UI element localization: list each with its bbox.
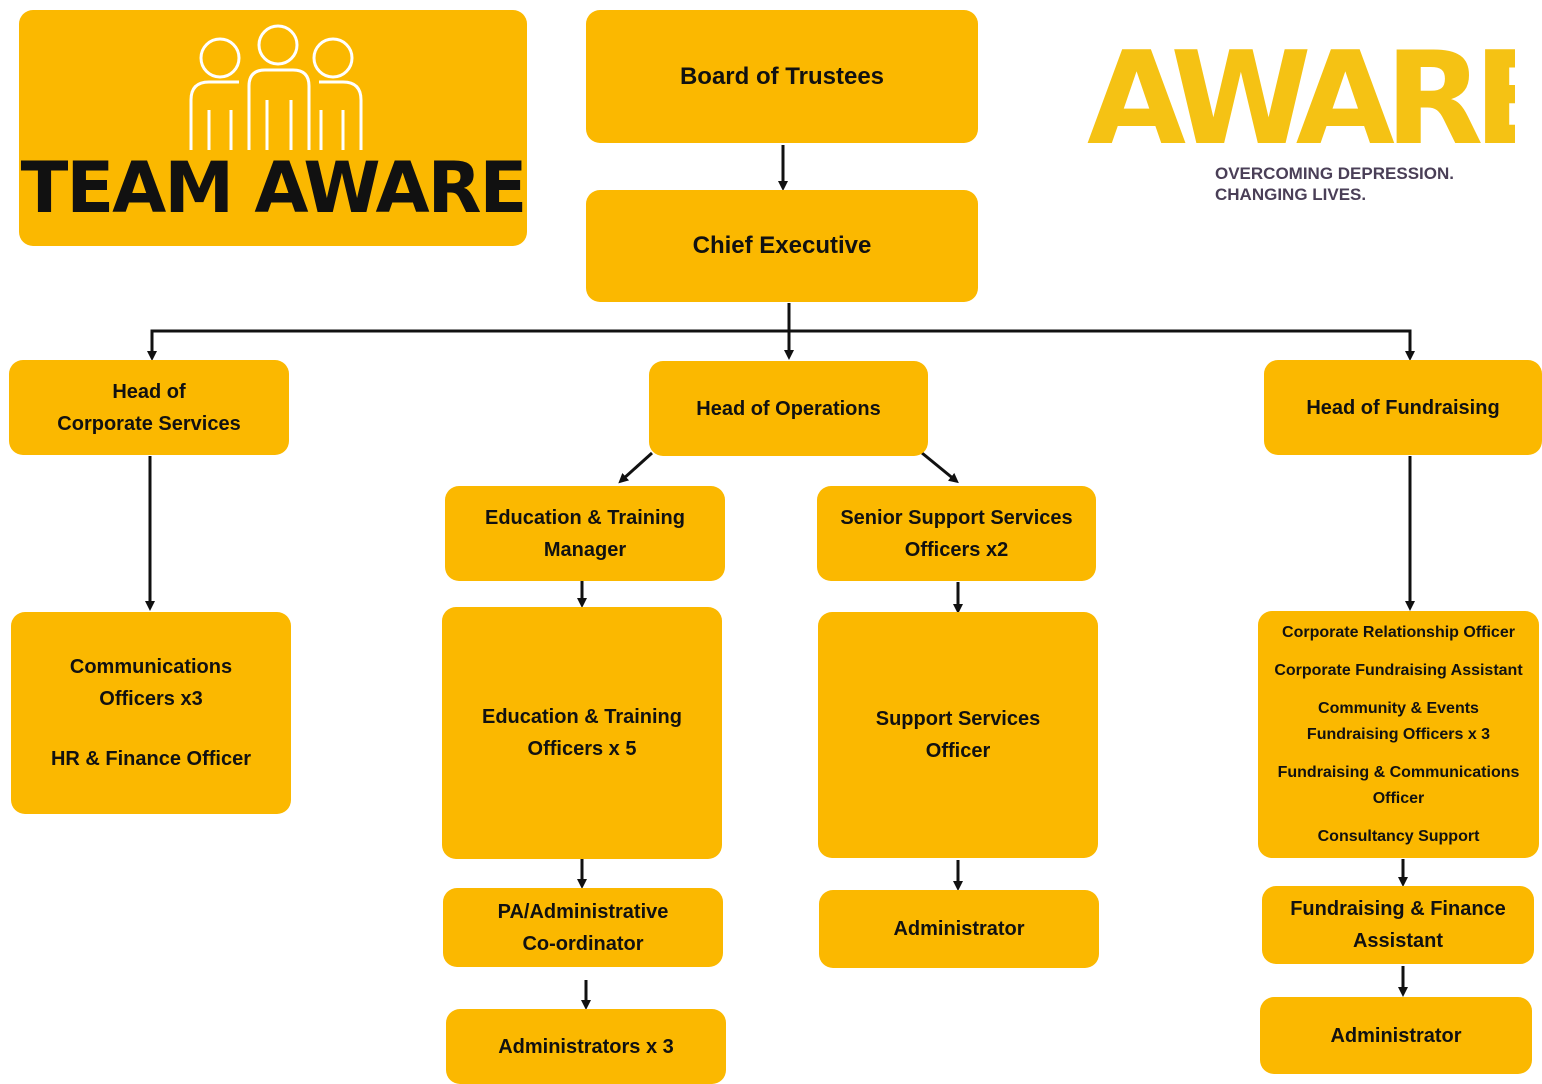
fund-list-item: Community & Events xyxy=(1318,699,1479,717)
aware-logo: AWARE OVERCOMING DEPRESSION. CHANGING LI… xyxy=(1085,25,1542,215)
eto-label-2: Officers x 5 xyxy=(527,738,637,760)
ffa-label-1: Fundraising & Finance xyxy=(1290,898,1506,920)
aware-tagline: OVERCOMING DEPRESSION. CHANGING LIVES. xyxy=(1215,163,1454,205)
head-of-fundraising-label: Head of Fundraising xyxy=(1306,396,1500,419)
fund-list-item: Officer xyxy=(1372,789,1425,807)
ffa-label-2: Assistant xyxy=(1352,930,1444,952)
fund-list-item: Fundraising Officers x 3 xyxy=(1306,725,1491,743)
pa-label-1: PA/Administrative xyxy=(497,900,669,923)
chief-executive-box: Chief Executive xyxy=(586,190,978,302)
education-training-officers-box: Education & Training Officers x 5 xyxy=(442,607,722,859)
chief-executive-label: Chief Executive xyxy=(692,232,872,259)
administrators-x3-box: Administrators x 3 xyxy=(446,1009,726,1084)
education-training-manager-box: Education & Training Manager xyxy=(445,486,725,581)
hr-finance-label: HR & Finance Officer xyxy=(50,748,252,770)
fundraising-administrator-box: Administrator xyxy=(1260,997,1532,1074)
tagline-line-1: OVERCOMING DEPRESSION. xyxy=(1215,164,1454,183)
fund-list-item: Corporate Relationship Officer xyxy=(1282,623,1515,641)
fundraising-finance-assistant-box: Fundraising & Finance Assistant xyxy=(1262,886,1534,964)
sso-label-1: Support Services xyxy=(875,708,1041,730)
tagline-line-2: CHANGING LIVES. xyxy=(1215,185,1367,204)
team-aware-banner: TEAM AWARE xyxy=(19,10,527,246)
operations-administrator-box: Administrator xyxy=(819,890,1099,968)
corporate-head-label-1: Head of xyxy=(112,380,186,403)
head-of-fundraising-box: Head of Fundraising xyxy=(1264,360,1542,455)
team-aware-title: TEAM AWARE xyxy=(20,147,528,229)
board-of-trustees-label: Board of Trustees xyxy=(679,62,885,90)
board-of-trustees-box: Board of Trustees xyxy=(586,10,978,143)
senior-support-services-box: Senior Support Services Officers x2 xyxy=(817,486,1096,581)
svg-text:AWARE: AWARE xyxy=(1087,45,1515,155)
communications-label-2: Officers x3 xyxy=(99,688,203,710)
administrators-x3-label: Administrators x 3 xyxy=(498,1035,674,1058)
fundraising-team-box: Corporate Relationship Officer Corporate… xyxy=(1258,611,1539,858)
aware-wordmark: AWARE xyxy=(1087,25,1542,174)
fund-list-item: Consultancy Support xyxy=(1317,827,1480,845)
support-services-officer-box: Support Services Officer xyxy=(818,612,1098,858)
head-of-operations-label: Head of Operations xyxy=(696,397,881,420)
people-group-icon xyxy=(189,24,363,150)
communications-label-1: Communications xyxy=(69,656,233,678)
fundraising-administrator-label: Administrator xyxy=(1330,1024,1462,1047)
etm-label-1: Education & Training xyxy=(484,506,685,529)
etm-label-2: Manager xyxy=(543,538,627,561)
sso-label-2: Officer xyxy=(925,740,991,762)
pa-label-2: Co-ordinator xyxy=(522,932,644,955)
head-of-operations-box: Head of Operations xyxy=(649,361,928,456)
fund-list-item: Fundraising & Communications xyxy=(1277,763,1520,781)
communications-hr-box: Communications Officers x3 HR & Finance … xyxy=(11,612,291,814)
sss-label-2: Officers x2 xyxy=(904,538,1009,561)
eto-label-1: Education & Training xyxy=(481,706,682,728)
pa-administrative-coordinator-box: PA/Administrative Co-ordinator xyxy=(443,888,723,967)
head-of-corporate-services-box: Head of Corporate Services xyxy=(9,360,289,455)
sss-label-1: Senior Support Services xyxy=(840,506,1073,529)
operations-administrator-label: Administrator xyxy=(893,918,1025,940)
fund-list-item: Corporate Fundraising Assistant xyxy=(1274,661,1523,679)
corporate-head-label-2: Corporate Services xyxy=(57,412,241,435)
